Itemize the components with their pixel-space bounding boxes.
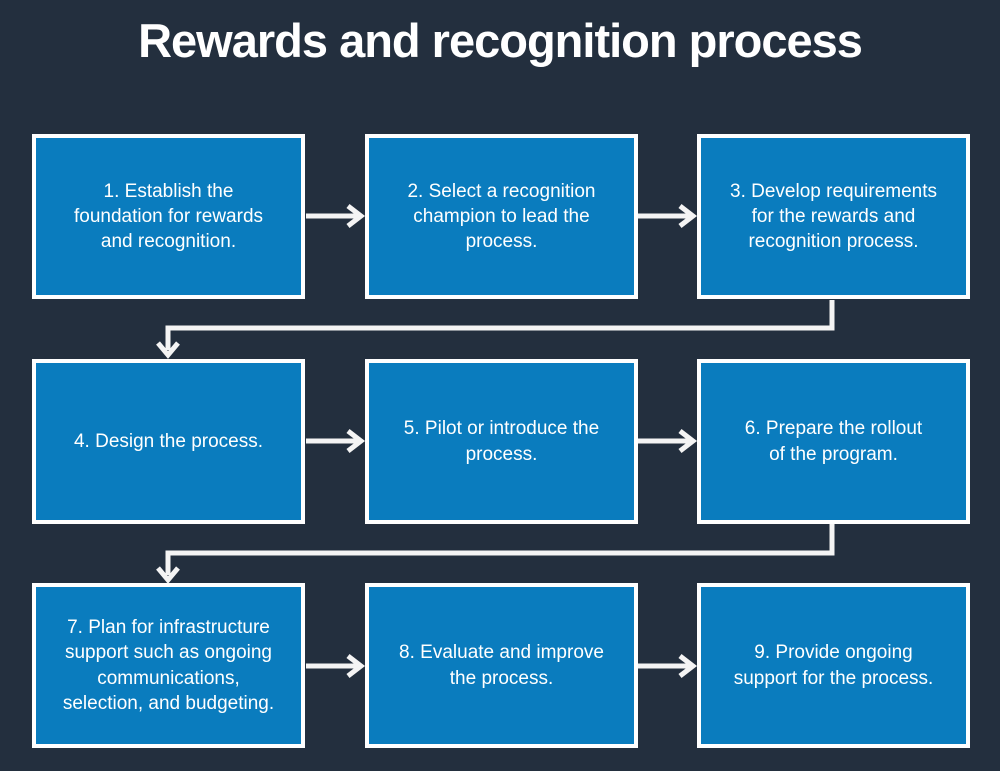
step-box-7: 7. Plan for infrastructure support such … xyxy=(32,583,305,748)
arrow-step-3-to-step-4 xyxy=(156,300,835,359)
arrow-step-1-to-step-2 xyxy=(306,204,366,228)
step-box-1: 1. Establish the foundation for rewards … xyxy=(32,134,305,299)
arrow-step-7-to-step-8 xyxy=(306,654,366,678)
step-box-9: 9. Provide ongoing support for the proce… xyxy=(697,583,970,748)
step-box-5: 5. Pilot or introduce the process. xyxy=(365,359,638,524)
step-box-8: 8. Evaluate and improve the process. xyxy=(365,583,638,748)
page-title: Rewards and recognition process xyxy=(138,14,863,67)
arrow-step-6-to-step-7 xyxy=(156,524,835,584)
step-box-3: 3. Develop requirements for the rewards … xyxy=(697,134,970,299)
arrow-step-4-to-step-5 xyxy=(306,429,366,453)
step-box-4: 4. Design the process. xyxy=(32,359,305,524)
arrow-step-8-to-step-9 xyxy=(638,654,698,678)
step-box-6: 6. Prepare the rollout of the program. xyxy=(697,359,970,524)
arrow-step-5-to-step-6 xyxy=(638,429,698,453)
arrow-step-2-to-step-3 xyxy=(638,204,698,228)
step-box-2: 2. Select a recognition champion to lead… xyxy=(365,134,638,299)
